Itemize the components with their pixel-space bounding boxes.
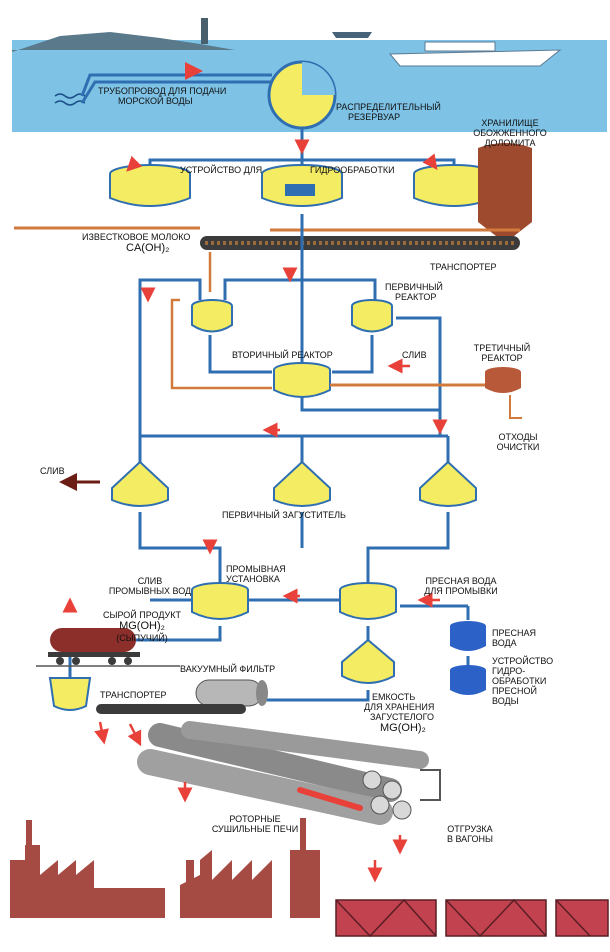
raw-product-label-3: (СЫПУЧИЙ) — [116, 633, 168, 643]
pipeline-label-1: ТРУБОПРОВОД ДЛЯ ПОДАЧИ — [98, 86, 227, 96]
fw-treatment-label-4: ПРЕСНОЙ — [492, 686, 537, 696]
shipping-label-1: ОТГРУЗКА — [447, 824, 493, 834]
conveyor-2 — [96, 704, 246, 714]
kilns-label-2: СУШИЛЬНЫЕ ПЕЧИ — [211, 824, 299, 834]
wash-drain-label-1: СЛИВ — [137, 576, 163, 586]
flow-arrows — [62, 139, 448, 883]
conveyor-2-label: ТРАНСПОРТЕР — [100, 690, 167, 700]
sea-intake-waves — [54, 93, 86, 106]
factory-silhouettes — [10, 818, 320, 918]
drain-1-label: СЛИВ — [402, 350, 427, 360]
kilns-label-1: РОТОРНЫЕ — [229, 814, 281, 824]
hydration-label-right: ГИДРООБРАБОТКИ — [310, 165, 395, 175]
fresh-wash-label-1: ПРЕСНАЯ ВОДА — [425, 576, 497, 586]
dolomite-label-3: ДОЛОМИТА — [484, 138, 536, 148]
fresh-water-units — [400, 604, 486, 695]
seawater-pipeline — [80, 73, 272, 104]
tertiary-reactor — [330, 367, 522, 419]
dolomite-label-1: ХРАНИЛИЩЕ — [481, 118, 539, 128]
conveyor-1 — [200, 236, 520, 250]
dolomite-label-2: ОБОЖЖЕННОГО — [473, 128, 547, 138]
ship-liner — [388, 49, 562, 67]
storage-label-2: ДЛЯ ХРАНЕНИЯ — [364, 702, 435, 712]
rotary-kilns — [137, 721, 441, 825]
vacuum-filter — [195, 679, 268, 707]
ship-liner-deck — [424, 41, 496, 52]
thickener-label: ПЕРВИЧНЫЙ ЗАГУСТИТЕЛЬ — [222, 510, 346, 520]
lime-milk-pipe — [14, 226, 520, 232]
fresh-water-label-2: ВОДА — [492, 638, 517, 648]
hydration-units — [109, 158, 495, 207]
tertiary-reactor-label-1: ТРЕТИЧНЫЙ — [473, 343, 531, 353]
fw-treatment-label-2: ГИДРО- — [492, 666, 526, 676]
fw-treatment-label-3: ОБРАБОТКИ — [492, 676, 547, 686]
fw-treatment-label-5: ВОДЫ — [492, 696, 519, 706]
raw-product-label-2: Mg(OH)₂ — [119, 620, 165, 632]
raw-product-hopper — [48, 677, 92, 711]
primary-reactors — [191, 299, 393, 333]
storage-label-4: Mg(OH)₂ — [380, 722, 426, 734]
lime-to-primary — [170, 252, 272, 390]
reservoir-label-2: РЕЗЕРВУАР — [348, 112, 401, 122]
hopper-wagons — [335, 898, 609, 938]
reactor-piping — [138, 214, 450, 582]
wash-units — [191, 582, 397, 620]
tertiary-reactor-label-2: РЕАКТОР — [481, 353, 523, 363]
storage-label-3: ЗАГУСТЕЛОГО — [370, 712, 435, 722]
secondary-reactor — [273, 362, 331, 398]
lighthouse — [201, 18, 208, 44]
shipping-label-2: В ВАГОНЫ — [446, 834, 494, 844]
primary-reactor-label-2: РЕАКТОР — [395, 292, 437, 302]
coastline-hills — [12, 32, 235, 52]
raw-product-pipe — [68, 626, 222, 678]
thickened-storage — [262, 626, 395, 702]
lime-milk-label: ИЗВЕСТКОВОЕ МОЛОКО — [82, 232, 191, 242]
secondary-reactor-label: ВТОРИЧНЫЙ РЕАКТОР — [232, 350, 333, 360]
fresh-wash-label-2: ДЛЯ ПРОМЫВКИ — [424, 586, 498, 596]
raw-product-label-1: СЫРОЙ ПРОДУКТ — [103, 610, 181, 620]
waste-label-1: ОТХОДЫ — [498, 432, 538, 442]
hydration-label-left: УСТРОЙСТВО ДЛЯ — [180, 165, 263, 175]
wash-unit-label-2: УСТАНОВКА — [226, 574, 280, 584]
conveyor-1-label: ТРАНСПОРТЕР — [430, 262, 497, 272]
pipeline-label-2: МОРСКОЙ ВОДЫ — [118, 96, 193, 106]
vacuum-filter-label: ВАКУУМНЫЙ ФИЛЬТР — [180, 664, 276, 674]
primary-reactor-label-1: ПЕРВИЧНЫЙ — [385, 282, 443, 292]
fresh-water-label-1: ПРЕСНАЯ — [492, 628, 536, 638]
reservoir-label-1: РАСПРЕДЕЛИТЕЛЬНЫЙ — [336, 102, 441, 112]
storage-label-1: ЕМКОСТЬ — [372, 692, 416, 702]
reservoir-water — [302, 62, 335, 95]
lime-formula-label: Ca(OH)₂ — [126, 242, 170, 254]
fw-treatment-label-1: УСТРОЙСТВО — [492, 656, 554, 666]
ship-small — [332, 32, 372, 38]
waste-label-2: ОЧИСТКИ — [496, 442, 540, 452]
wash-drain-label-2: ПРОМЫВНЫХ ВОД — [108, 586, 192, 596]
primary-thickeners — [111, 460, 477, 507]
drain-2-label: СЛИВ — [40, 466, 65, 476]
dolomite-storage-silo — [478, 143, 532, 236]
wash-unit-label-1: ПРОМЫВНАЯ — [226, 564, 286, 574]
tank-wagon — [36, 628, 180, 667]
